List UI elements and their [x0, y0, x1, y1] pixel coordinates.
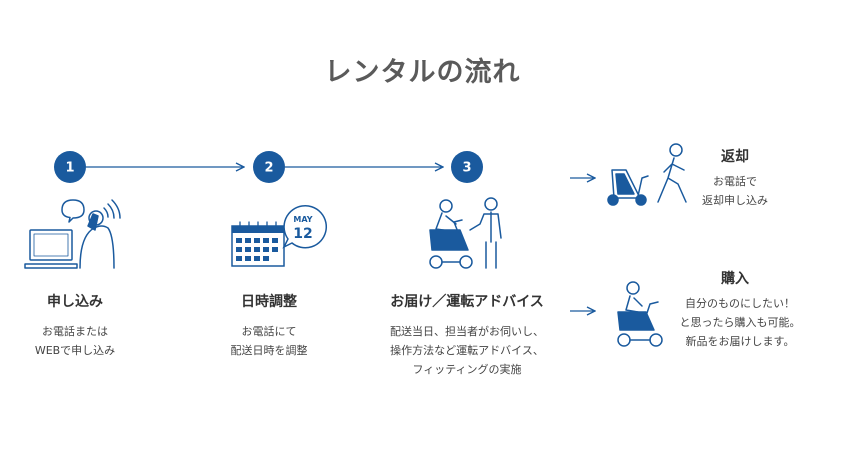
delivery-advice-icon [429, 197, 502, 269]
return-desc-line-2: 返却申し込み [702, 194, 768, 207]
step-3-desc-line-3: フィッティングの実施 [412, 363, 522, 376]
return-walker-icon [607, 143, 687, 206]
step-2-desc-line-1: お電話にて [241, 325, 297, 338]
step-1-badge: 1 [54, 151, 86, 183]
purchase-rider-icon [617, 281, 663, 347]
step-1-label: 申し込み [47, 294, 103, 310]
step-2-number: 2 [264, 161, 273, 176]
step-1-description: お電話または WEBで申し込み [10, 322, 140, 360]
step-2-label: 日時調整 [241, 294, 297, 310]
step-3-number: 3 [462, 161, 471, 176]
step-2-badge: 2 [253, 151, 285, 183]
step-1-number: 1 [65, 161, 74, 176]
step-3-label: お届け／運転アドバイス [390, 294, 544, 310]
purchase-desc-line-3: 新品をお届けします。 [685, 335, 795, 348]
calendar-icon: MAY 12 [231, 204, 327, 267]
return-description: お電話で 返却申し込み [675, 172, 795, 210]
step-2-desc-line-2: 配送日時を調整 [230, 344, 308, 357]
purchase-desc-line-2: と思ったら購入も可能。 [679, 316, 801, 329]
return-label: 返却 [721, 149, 749, 165]
step-3-desc-line-2: 操作方法など運転アドバイス、 [390, 344, 544, 357]
step-1-desc-line-2: WEBで申し込み [34, 344, 116, 357]
return-desc-line-1: お電話で [713, 175, 757, 188]
purchase-description: 自分のものにしたい！ と思ったら購入も可能。 新品をお届けします。 [665, 294, 815, 351]
calendar-day: 12 [293, 226, 312, 242]
step-3-badge: 3 [451, 151, 483, 183]
calendar-month: MAY [293, 215, 312, 224]
page-title: レンタルの流れ [324, 57, 521, 88]
purchase-desc-line-1: 自分のものにしたい！ [685, 297, 795, 310]
step-1-desc-line-1: お電話または [42, 325, 108, 338]
step-3-description: 配送当日、担当者がお伺いし、 操作方法など運転アドバイス、 フィッティングの実施 [372, 322, 562, 379]
laptop-and-phone-icon [24, 199, 121, 269]
step-2-description: お電話にて 配送日時を調整 [204, 322, 334, 360]
purchase-label: 購入 [721, 271, 749, 287]
step-3-desc-line-1: 配送当日、担当者がお伺いし、 [390, 325, 544, 338]
